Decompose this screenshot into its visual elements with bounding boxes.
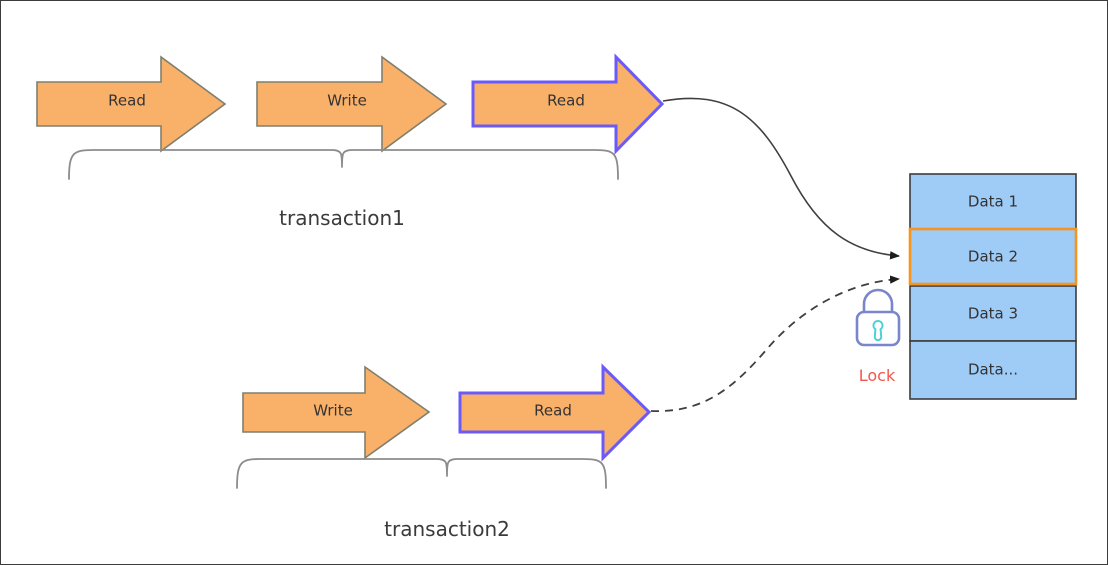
transaction1-label: transaction1 xyxy=(279,206,405,230)
arrow-shape xyxy=(256,55,448,153)
transaction2-step-arrow-write[interactable] xyxy=(242,365,431,460)
transaction1-step-arrow-read-2[interactable] xyxy=(471,53,665,155)
arrow-shape-highlighted xyxy=(458,363,652,462)
connector-transaction2-to-data2 xyxy=(650,275,900,412)
transaction2-step-arrow-read[interactable] xyxy=(458,363,652,462)
arrow-shape-highlighted xyxy=(471,53,665,155)
lock-keyhole xyxy=(872,319,884,342)
arrow-label-t1-write: Write xyxy=(327,91,367,110)
arrow-label-t1-read-2: Read xyxy=(547,91,585,110)
transaction1-step-arrow-write[interactable] xyxy=(256,55,448,153)
brace-path xyxy=(68,149,619,180)
data-row-3-label: Data 3 xyxy=(967,304,1019,323)
lock-label: Lock xyxy=(858,366,896,385)
data-row-4-label: Data... xyxy=(967,360,1019,379)
data-row-2-label: Data 2 xyxy=(967,247,1019,266)
data-row-1-label: Data 1 xyxy=(967,192,1019,211)
arrow-shape xyxy=(242,365,431,460)
connector-transaction1-to-data2 xyxy=(662,97,900,260)
lock-body xyxy=(855,310,901,347)
transaction2-label: transaction2 xyxy=(384,517,510,541)
transaction2-brace xyxy=(236,458,607,489)
transaction1-brace xyxy=(68,149,619,180)
arrow-label-t1-read-1: Read xyxy=(108,91,146,110)
arrow-label-t2-write: Write xyxy=(313,401,353,420)
brace-path xyxy=(236,458,607,489)
transaction1-step-arrow-read-1[interactable] xyxy=(36,55,227,153)
lock-icon xyxy=(855,288,901,347)
lock-shackle xyxy=(862,288,894,313)
arrow-shape xyxy=(36,55,227,153)
arrow-label-t2-read: Read xyxy=(534,401,572,420)
